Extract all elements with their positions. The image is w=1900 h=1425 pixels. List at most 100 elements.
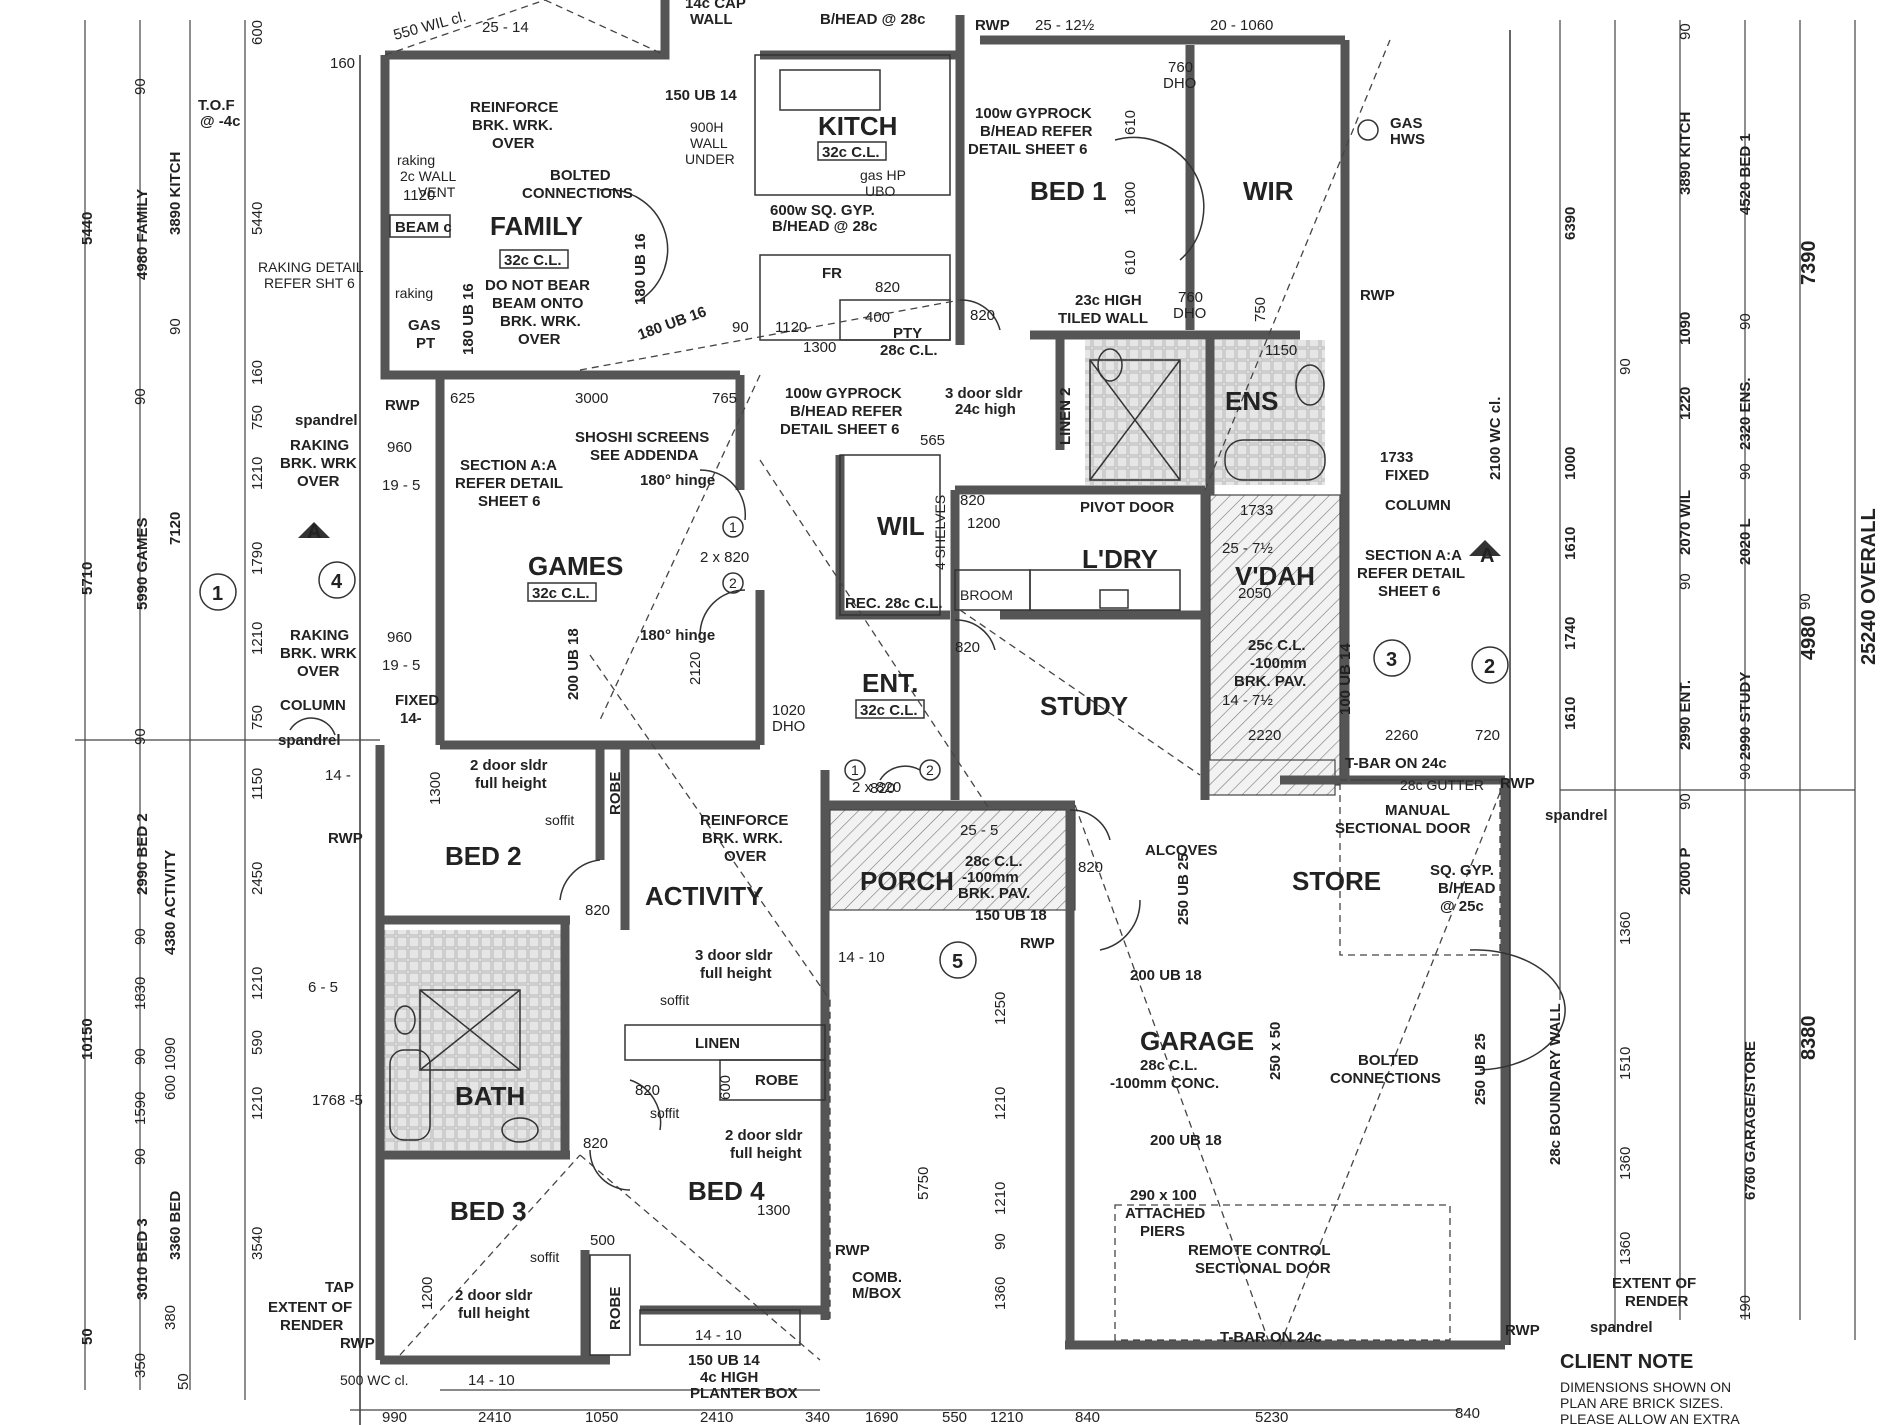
note-fr: FR xyxy=(822,265,842,282)
dim-2x820b: 2 x 820 xyxy=(852,779,901,796)
note-gyprock-mid: 100w GYPROCK B/HEAD REFER DETAIL SHEET 6 xyxy=(780,385,907,438)
beam-games: 200 UB 18 xyxy=(565,628,582,700)
note-robe-bed2: ROBE xyxy=(607,772,624,815)
right-seg-5: 90 xyxy=(1797,593,1814,610)
note-broom: BROOM xyxy=(960,587,1013,603)
marker-4: 4 xyxy=(331,571,343,593)
dim-6-5: 6 - 5 xyxy=(308,979,338,996)
tiled-areas xyxy=(376,340,1341,1150)
dim-top-550: 550 WIL cl. xyxy=(392,8,468,44)
beam-bottom: 150 UB 14 xyxy=(688,1352,760,1369)
door-mark-2a: 2 xyxy=(729,575,737,591)
note-gas-hws: GAS HWS xyxy=(1390,115,1427,148)
dim-2x820a: 2 x 820 xyxy=(700,549,749,566)
room-vdah: V'DAH xyxy=(1235,561,1315,591)
bottom-dim-840a: 840 xyxy=(1075,1409,1100,1425)
bottom-dim-550: 550 xyxy=(942,1409,967,1425)
room-bath: BATH xyxy=(455,1081,525,1111)
right-room-l: 2020 L xyxy=(1737,518,1754,565)
left-inner-1210b: 1210 xyxy=(249,622,266,655)
marker-2: 2 xyxy=(1484,656,1495,678)
beam-boundary: 250 UB 25 xyxy=(1472,1033,1489,1105)
dim-1768: 1768 -5 xyxy=(312,1092,363,1109)
dim-1200b: 1200 xyxy=(419,1277,436,1310)
note-raking-brk-2: RAKING BRK. WRK OVER xyxy=(280,627,361,680)
note-bolted-family: BOLTED CONNECTIONS xyxy=(522,167,633,202)
dim-1300b: 1300 xyxy=(427,772,444,805)
room-labels: FAMILY KITCH BED 1 WIR GAMES ENT. STUDY … xyxy=(445,111,1381,1226)
dim-dho-1020: 1020 DHO xyxy=(772,702,810,735)
room-ldry: L'DRY xyxy=(1082,544,1158,574)
note-rwp-3: RWP xyxy=(1360,287,1395,304)
note-beam: BEAM c xyxy=(395,219,452,236)
note-spandrel-left: spandrel xyxy=(295,412,358,429)
note-cap-wall: 14c CAP WALL xyxy=(685,0,750,28)
dim-610: 610 xyxy=(1122,110,1139,135)
room-bed3: BED 3 xyxy=(450,1196,527,1226)
note-comb: COMB. M/BOX xyxy=(852,1269,906,1302)
dim-765: 765 xyxy=(712,390,737,407)
left-seg-1: 90 xyxy=(132,388,149,405)
dim-1300: 1300 xyxy=(803,339,836,356)
dim-500: 500 xyxy=(590,1232,615,1249)
left-room-bed3: 3010 BED 3 xyxy=(134,1218,151,1300)
note-vdah-ceiling: 25c C.L. -100mm BRK. PAV. xyxy=(1234,637,1311,690)
dim-820g: 820 xyxy=(635,1082,660,1099)
ceiling-rec: REC. 28c C.L. xyxy=(845,595,943,612)
door-mark-2b: 2 xyxy=(926,762,934,778)
dim-820a: 820 xyxy=(875,279,900,296)
dim-dho-760: 760 DHO xyxy=(1163,59,1197,92)
note-linen2: LINEN 2 xyxy=(1057,387,1074,445)
note-bhead-top: B/HEAD @ 28c xyxy=(820,11,926,28)
note-spandrel-left-2: spandrel xyxy=(278,732,341,749)
dim-960a: 960 xyxy=(387,439,412,456)
dim-dho-760b: 760 DHO xyxy=(1173,289,1207,322)
beam-garage-top: 200 UB 18 xyxy=(1130,967,1202,984)
dim-820h: 820 xyxy=(583,1135,608,1152)
right-seg-0: 90 xyxy=(1677,23,1694,40)
dim-820i: 820 xyxy=(870,780,895,797)
beam-kitch: 150 UB 14 xyxy=(665,87,737,104)
room-bed4: BED 4 xyxy=(688,1176,765,1206)
room-bed1: BED 1 xyxy=(1030,176,1107,206)
dim-820e: 820 xyxy=(1078,859,1103,876)
dim-14a: 14 - xyxy=(325,767,351,784)
left-7120: 7120 xyxy=(167,512,184,545)
left-bed-3360: 3360 BED xyxy=(167,1191,184,1260)
internal-lines xyxy=(359,30,1511,1425)
beam-family-2: 180 UB 16 xyxy=(632,233,649,305)
left-bath-1590: 1590 xyxy=(132,1092,149,1125)
dim-2050: 2050 xyxy=(1238,585,1271,602)
dim-820b: 820 xyxy=(970,307,995,324)
door-swings xyxy=(289,136,1566,1191)
note-column-left: COLUMN xyxy=(280,697,346,714)
dim-820c: 820 xyxy=(960,492,985,509)
right-inner-1360b: 1360 xyxy=(1617,1147,1634,1180)
right-room-study: 2990 STUDY xyxy=(1737,672,1754,760)
note-pivot-door: PIVOT DOOR xyxy=(1080,499,1174,516)
right-seg-1: 90 xyxy=(1737,313,1754,330)
note-rwp-8: RWP xyxy=(1505,1322,1540,1339)
right-big-4980: 4980 xyxy=(1798,616,1820,661)
left-inner-5440: 5440 xyxy=(249,202,266,235)
bottom-dim-1210: 1210 xyxy=(990,1409,1023,1425)
dim-2220: 2220 xyxy=(1248,727,1281,744)
right-seg-2: 90 xyxy=(1617,358,1634,375)
beam-vdah: 100 UB 14 xyxy=(1337,643,1354,715)
right-room-1090: 1090 xyxy=(1677,312,1694,345)
left-room-activity: 4380 ACTIVITY xyxy=(162,850,179,955)
note-tof: T.O.F @ -4c xyxy=(198,97,240,130)
dim-top-25-12: 25 - 12½ xyxy=(1035,17,1095,34)
dimension-lines xyxy=(75,20,1856,1411)
left-inner-1210d: 1210 xyxy=(249,1087,266,1120)
beam-garage-mid: 200 UB 18 xyxy=(1150,1132,1222,1149)
right-seg-7: 90 xyxy=(1677,793,1694,810)
left-kitch: 3890 KITCH xyxy=(167,152,184,235)
right-outer-1740: 1740 xyxy=(1562,617,1579,650)
note-door-sldr-bed4: 2 door sldr full height xyxy=(725,1127,807,1162)
note-soffit-bed2: soffit xyxy=(545,812,574,828)
dim-820f: 820 xyxy=(585,902,610,919)
bottom-dim-990: 990 xyxy=(382,1409,407,1425)
markers: 1 2 3 4 5 1 2 1 2 A A xyxy=(199,516,1509,979)
